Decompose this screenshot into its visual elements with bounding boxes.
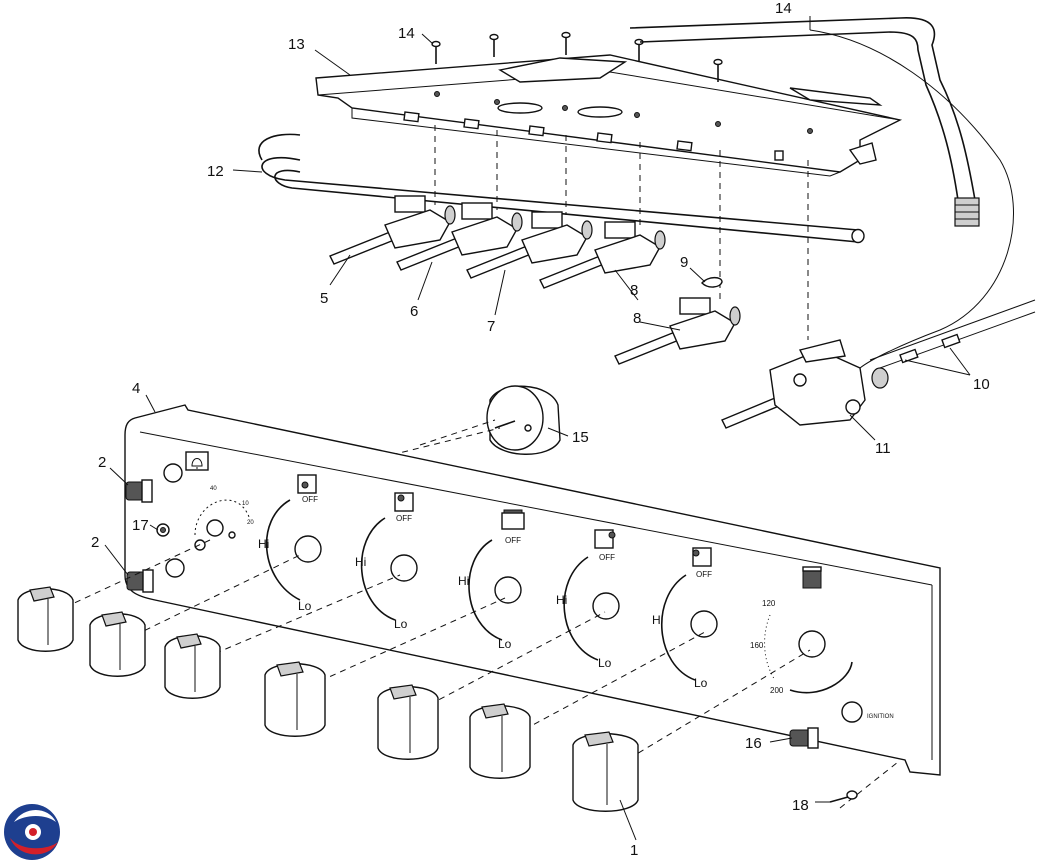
callout-2-upper: 2 [98, 454, 106, 471]
off-label: OFF [396, 514, 412, 523]
off-label: OFF [696, 570, 712, 579]
ignition-control: IGNITION [841, 701, 894, 723]
hi-label: Hi [258, 537, 269, 551]
callout-17: 17 [132, 517, 149, 534]
burner-control-3: OFF Hi Lo [458, 509, 525, 651]
gas-supply-pipe [629, 17, 980, 227]
oven-thermostat-valve [721, 333, 961, 429]
top-mounting-bracket [315, 54, 903, 177]
callout-labels: 1 2 2 4 5 6 7 8 8 9 10 11 12 13 14 14 15… [91, 0, 990, 859]
callout-1: 1 [630, 842, 638, 859]
ignition-label: IGNITION [867, 714, 894, 720]
bell-icon [185, 451, 209, 471]
lower-indicator-hole [165, 558, 185, 578]
lo-label: Lo [394, 617, 408, 631]
control-knob [264, 661, 326, 737]
alignment-lines-upper [434, 125, 809, 340]
gas-tap-3 [466, 211, 593, 279]
callout-8-lower: 8 [633, 310, 641, 327]
temp-160-label: 160 [750, 641, 764, 650]
ignition-switch [789, 727, 819, 749]
indicator-switch-upper [125, 479, 153, 503]
lo-label: Lo [298, 599, 312, 613]
gas-manifold-rail [258, 133, 865, 244]
gas-tap-4 [539, 221, 666, 289]
hi-label: Hi [556, 593, 567, 607]
callout-13: 13 [288, 36, 305, 53]
screw [489, 33, 499, 57]
temp-120-label: 120 [762, 599, 776, 608]
oven-control: 120 160 200 [750, 566, 853, 695]
lo-label: Lo [598, 656, 612, 670]
gas-tap-1 [329, 195, 456, 265]
control-knob [572, 731, 639, 812]
control-knob [164, 633, 221, 699]
callout-4: 4 [132, 380, 140, 397]
timer-adjuster [156, 523, 170, 537]
timer-mark-40: 40 [210, 486, 217, 492]
upper-indicator-hole [163, 463, 183, 483]
control-knob [377, 684, 439, 760]
callout-9: 9 [680, 254, 688, 271]
control-panel: 40 10 20 OFF Hi Lo OFF Hi Lo [124, 404, 941, 776]
gas-tap-2 [396, 202, 523, 271]
screw [431, 40, 441, 64]
screw [634, 38, 644, 62]
panel-fixing-screw [829, 790, 858, 803]
screw [713, 58, 723, 82]
callout-11: 11 [875, 440, 891, 457]
callout-15: 15 [572, 429, 589, 446]
thermocouple-wire [809, 29, 1036, 369]
gas-tap-5 [614, 297, 741, 365]
hi-label: Hi [458, 574, 469, 588]
bracket-screws [431, 31, 723, 82]
lo-label: Lo [694, 676, 708, 690]
timer-module [486, 385, 561, 455]
control-knob [17, 586, 74, 652]
screw [561, 31, 571, 55]
callout-16: 16 [745, 735, 762, 752]
callout-8-upper: 8 [630, 282, 638, 299]
timer-alignment-line [419, 419, 496, 446]
callout-10: 10 [973, 376, 990, 393]
callout-5: 5 [320, 290, 328, 307]
timer-mark-20: 20 [247, 520, 254, 526]
control-knob [89, 611, 146, 677]
off-label: OFF [302, 495, 318, 504]
indicator-switch-lower [126, 569, 154, 593]
hi-label: Hi [355, 555, 366, 569]
grill-symbol-icon [501, 512, 525, 530]
alignment-lines-lower [54, 539, 899, 809]
callout-14-left: 14 [398, 25, 415, 42]
lo-label: Lo [498, 637, 512, 651]
timer-mark-10: 10 [242, 501, 249, 507]
leader-lines [104, 16, 971, 841]
temp-200-label: 200 [770, 686, 784, 695]
control-knob [469, 703, 531, 779]
callout-2-lower: 2 [91, 534, 99, 551]
burner-control-2: OFF Hi Lo [355, 492, 418, 631]
oven-symbol-icon [802, 569, 822, 589]
burner-control-4: OFF Hi Lo [556, 529, 620, 670]
hi-label: Hi [652, 613, 663, 627]
callout-12: 12 [207, 163, 224, 180]
callout-6: 6 [410, 303, 418, 320]
off-label: OFF [599, 553, 615, 562]
burner-control-1: OFF Hi Lo [258, 474, 322, 613]
burner-control-5: OFF Hi Lo [652, 547, 718, 690]
spring-clip [701, 276, 723, 288]
callout-7: 7 [487, 318, 495, 335]
off-label: OFF [505, 536, 521, 545]
callout-18: 18 [792, 797, 809, 814]
callout-14-right: 14 [775, 0, 792, 17]
brand-logo-icon [4, 804, 60, 860]
